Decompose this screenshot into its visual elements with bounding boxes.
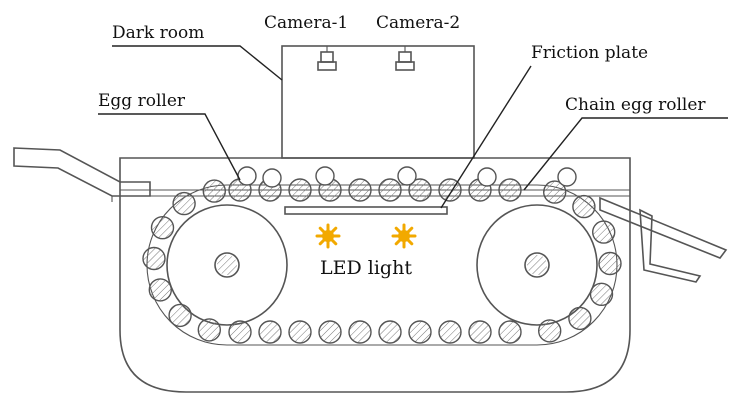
chain-roller [288,178,312,202]
left-sprocket [166,204,288,326]
chain-roller [228,320,252,344]
chain-egg-roller-leader [523,117,728,191]
chain-roller [498,178,522,202]
chain-roller [378,178,402,202]
chain-roller [318,320,342,344]
chain-roller [202,179,227,203]
chain-roller [142,246,166,271]
dark-room-label: Dark room [112,23,204,43]
chain-roller [288,320,312,344]
chain-roller [589,282,614,306]
led-light-2-icon [391,223,417,249]
chain-rollers [142,178,622,344]
chain-roller [378,320,402,344]
chain-roller [258,320,282,344]
dark-room-leader [112,45,283,81]
right-sprocket [476,204,598,326]
chain-roller [348,178,372,202]
chain-roller [543,180,567,204]
chain-roller [468,320,492,344]
camera-2-label: Camera-2 [376,13,460,33]
chain-roller [538,319,562,343]
chain-roller [348,320,372,344]
friction-plate-shape [284,206,448,215]
chain-roller [572,194,596,219]
chain-roller [150,215,175,240]
friction-plate-leader [440,65,532,209]
chain-roller [438,320,462,344]
dark-room-box [281,45,475,159]
chain-roller [172,191,196,216]
egg-roller-leader [98,113,241,181]
chain-roller [568,306,592,331]
chain-roller [598,251,622,276]
chain-roller [498,320,522,344]
camera-1-shape [317,46,337,71]
chain-egg-roller-label: Chain egg roller [565,95,706,115]
friction-plate-label: Friction plate [531,43,648,63]
chain-roller [168,303,192,328]
camera-2-shape [395,46,415,71]
inlet-chute [13,147,151,202]
eggs [237,166,577,188]
chain-roller [197,318,222,342]
egg-roller-label: Egg roller [98,91,186,111]
led-light-label: LED light [320,257,412,279]
chain-roller [408,320,432,344]
outlet-chute [599,196,728,283]
chain-roller [592,220,616,244]
led-light-1-icon [315,223,341,249]
camera-1-label: Camera-1 [264,13,348,33]
chain-roller [148,278,173,302]
chain-roller [408,178,432,202]
